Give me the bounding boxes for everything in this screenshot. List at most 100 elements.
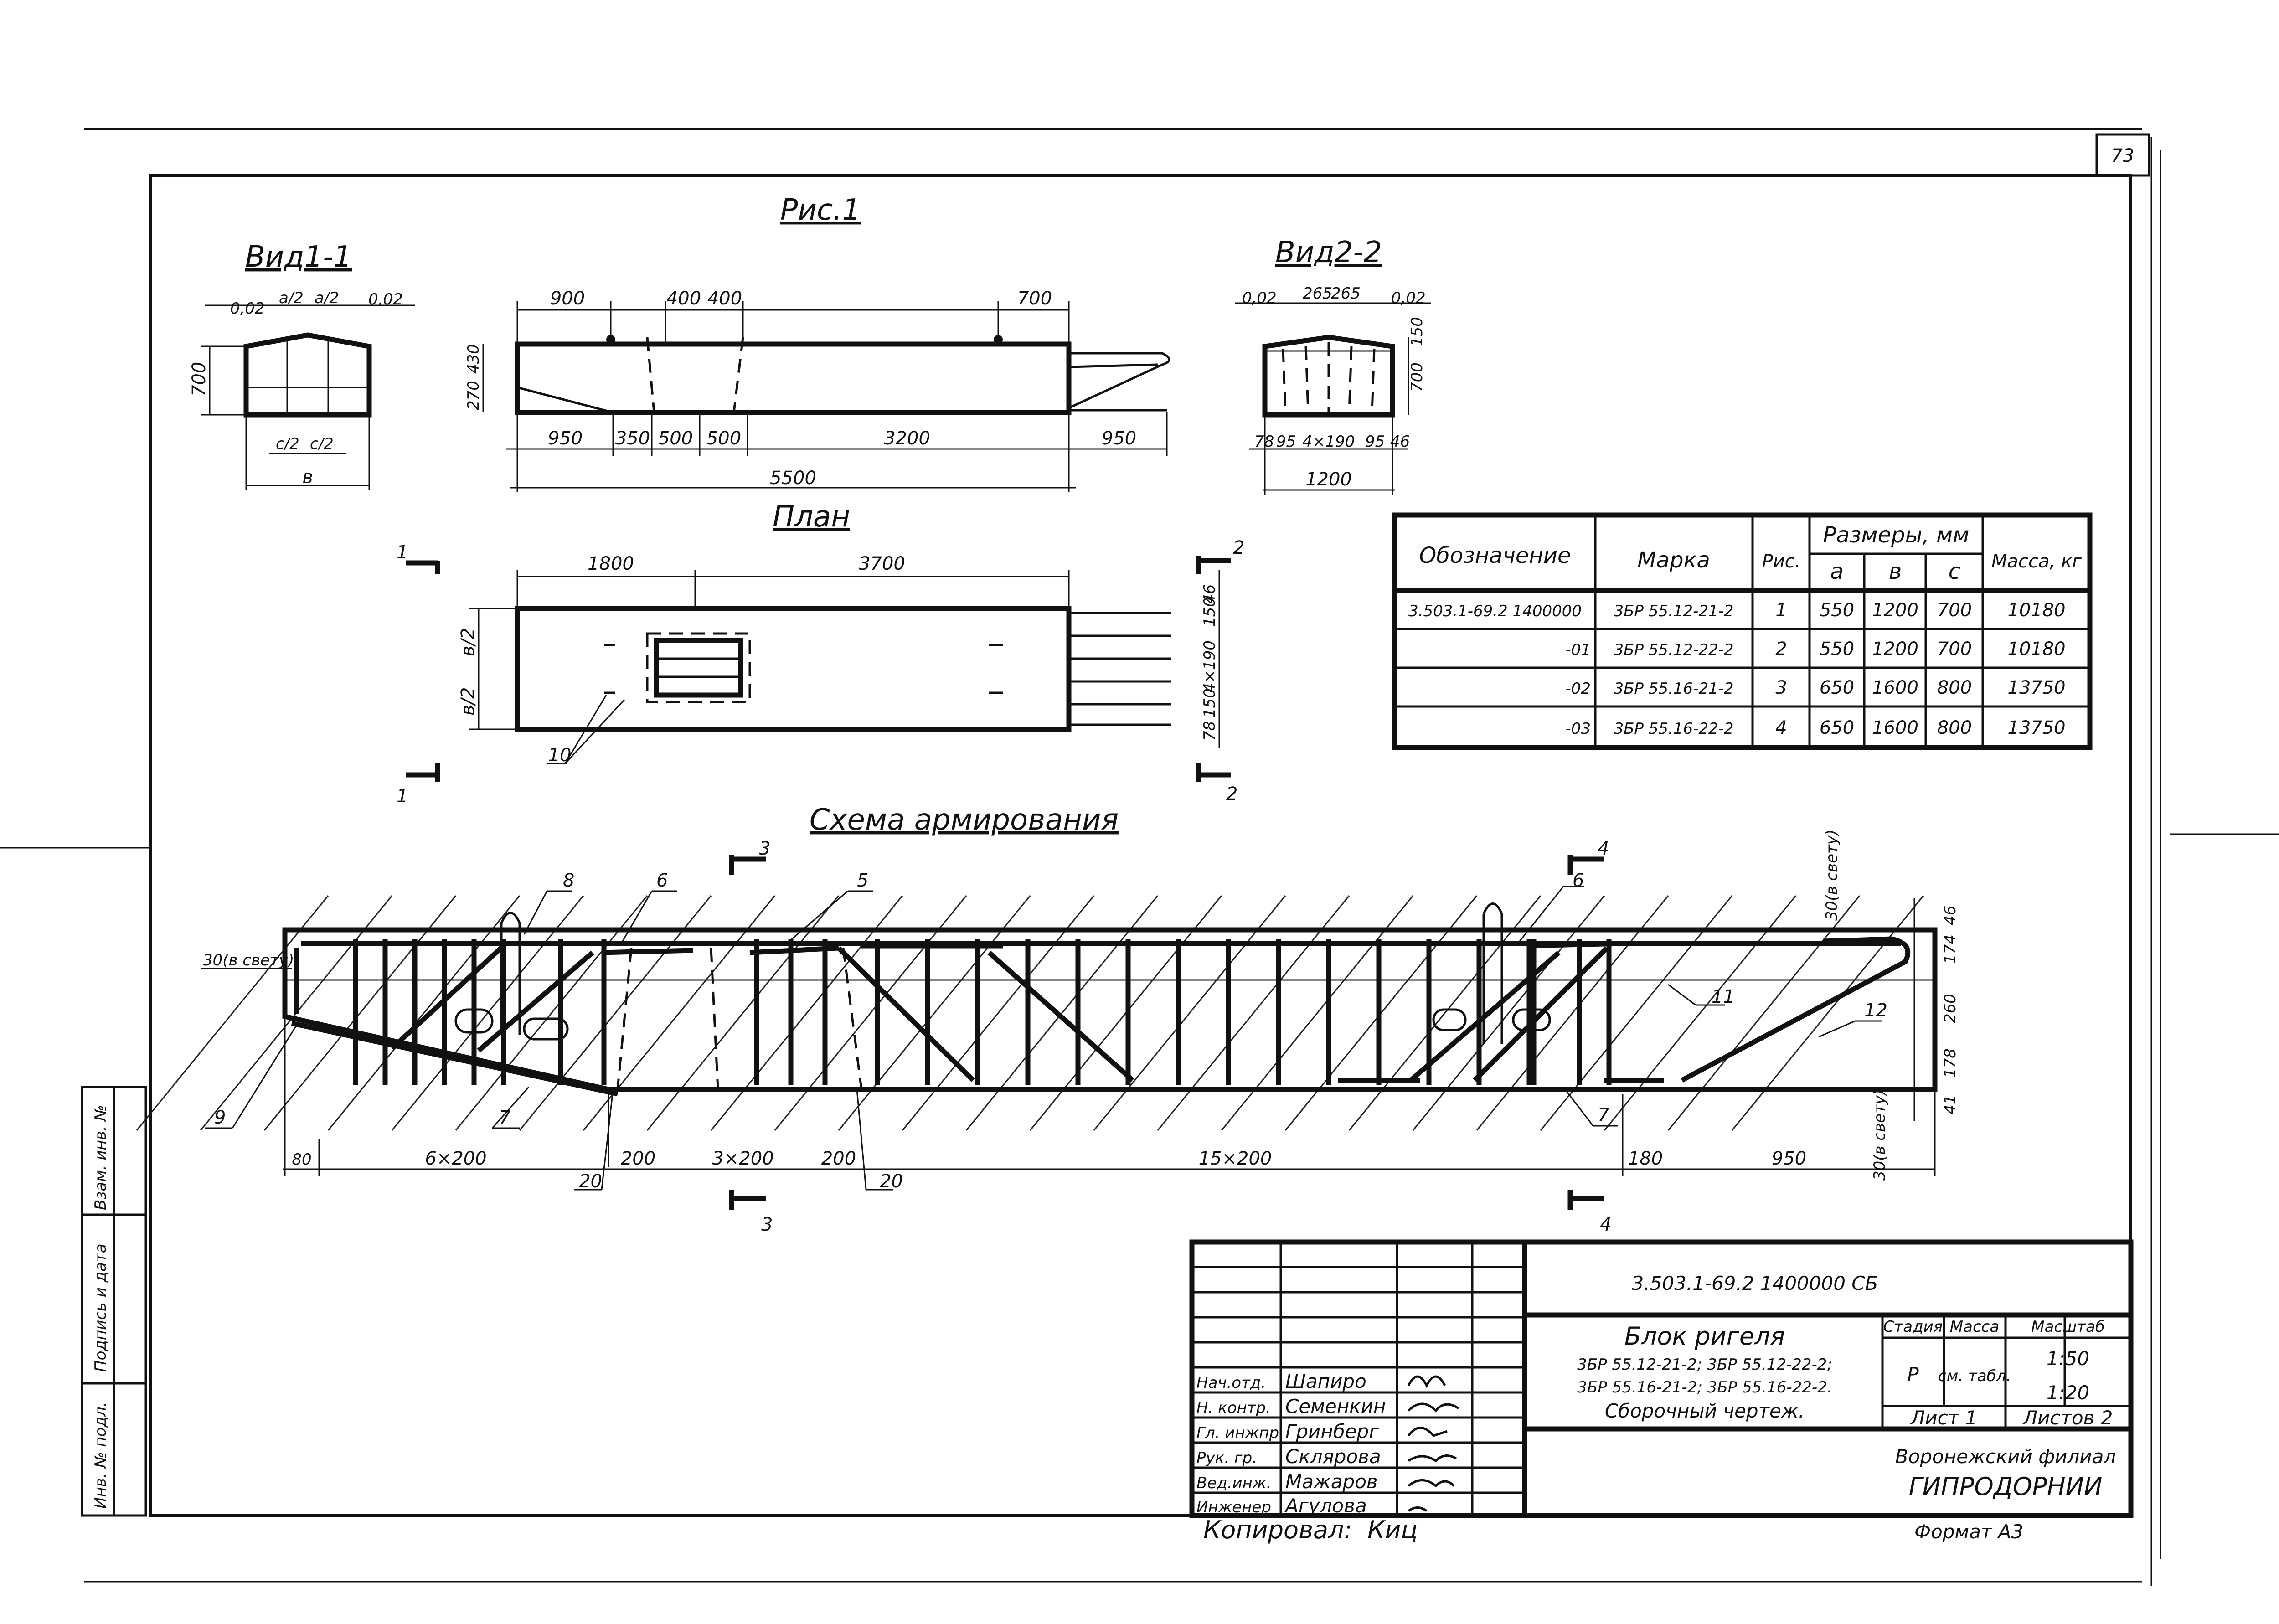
- section-3-bot: 3: [761, 1214, 773, 1235]
- view2-dim-2: 265: [1331, 284, 1361, 303]
- page-number-box: [2095, 133, 2150, 177]
- section-3-top: 3: [759, 838, 770, 859]
- hatch-line: [136, 895, 329, 1131]
- section-4-bot: 4: [1600, 1214, 1611, 1235]
- callout-12: 12: [1864, 1000, 1887, 1021]
- view2-title: Вид2-2: [1275, 236, 1382, 269]
- elev-bot-0: 950: [548, 428, 583, 449]
- plan-top-0: 1800: [588, 553, 634, 574]
- plan-right-0: 46: [1201, 584, 1219, 604]
- cell-b: 1600: [1872, 677, 1918, 698]
- cell-designation: -01: [1565, 641, 1591, 659]
- hatch-line: [519, 895, 712, 1131]
- plan-view: 1800 3700 в/2 в/2 46 150 4×190 150 78 10…: [397, 537, 1244, 807]
- stamp-name-1: Блок ригеля: [1624, 1322, 1785, 1351]
- table-row: -03 3БР 55.16-22-2 4 650 1600 800 13750: [1565, 717, 2065, 738]
- elev-total: 5500: [770, 468, 816, 489]
- elev-top-3: 700: [1017, 288, 1052, 309]
- bot-dim-0: 80: [292, 1150, 311, 1169]
- cell-fig: 2: [1775, 639, 1787, 660]
- view1-dim-0: 0,02: [230, 299, 265, 318]
- bot-dim-7: 950: [1772, 1148, 1806, 1169]
- stamp-scale-1: 1:50: [2047, 1347, 2089, 1370]
- cell-fig: 3: [1775, 677, 1787, 698]
- cell-c: 800: [1937, 677, 1972, 698]
- th-sizes: Размеры, мм: [1823, 522, 1970, 548]
- plan-sec2-top: 2: [1233, 537, 1244, 558]
- right-dim-1: 174: [1941, 934, 1959, 964]
- plan-right-4: 78: [1201, 721, 1219, 741]
- person-name: Шапиро: [1285, 1370, 1366, 1392]
- stamp-stage: Р: [1907, 1363, 1919, 1386]
- stamp-stage-h: Стадия: [1883, 1318, 1943, 1336]
- right-dim-3: 178: [1941, 1048, 1959, 1078]
- plan-right-2: 4×190: [1201, 640, 1219, 693]
- callout-11: 11: [1712, 986, 1735, 1007]
- elevation-view: 900 400 400 700 270 430 950 350 500 500 …: [464, 288, 1170, 492]
- side-label-sign: Подпись и дата: [92, 1243, 110, 1372]
- stamp-person-row: Инженер Агулова: [1196, 1495, 1367, 1517]
- spec-table: Обозначение Марка Рис. Размеры, мм а в с…: [1392, 512, 2093, 750]
- bot-dim-6: 180: [1628, 1148, 1663, 1169]
- cell-mass: 13750: [2007, 717, 2065, 738]
- plan-sec2-bot: 2: [1226, 784, 1237, 804]
- side-label-replace: Взам. инв. №: [92, 1105, 110, 1210]
- stamp-mass: см. табл.: [1938, 1367, 2011, 1385]
- plan-right-1: 150: [1201, 597, 1219, 627]
- page-number: 73: [2111, 145, 2135, 166]
- cell-b: 1200: [1872, 600, 1918, 621]
- view1-dim-a1: a/2: [279, 289, 304, 307]
- right-dim-2: 260: [1941, 994, 1959, 1023]
- callout-9: 9: [214, 1107, 226, 1128]
- stamp-person-row: Н. контр. Семенкин: [1196, 1395, 1386, 1418]
- person-name: Семенкин: [1285, 1395, 1386, 1418]
- callout-20b: 20: [880, 1171, 903, 1192]
- view2-bot-4: 46: [1390, 433, 1410, 451]
- hatch-line: [263, 895, 457, 1131]
- view1-dim-c1: c/2: [276, 435, 299, 453]
- plan-right-3: 150: [1201, 688, 1219, 718]
- person-role: Н. контр.: [1196, 1399, 1271, 1417]
- cell-mark: 3БР 55.12-21-2: [1614, 602, 1733, 620]
- right-dim-0: 46: [1941, 906, 1959, 925]
- view2-bot-1: 95: [1276, 433, 1296, 451]
- section-4-top: 4: [1598, 838, 1609, 859]
- cell-a: 650: [1820, 717, 1854, 738]
- cell-a: 650: [1820, 677, 1854, 698]
- cell-fig: 1: [1775, 600, 1787, 621]
- view1-title: Вид1-1: [245, 240, 352, 274]
- th-c: с: [1949, 559, 1960, 584]
- th-a: а: [1830, 559, 1843, 584]
- view2-dim-1: 265: [1303, 284, 1332, 303]
- view2-section: 0,02 265 265 0,02 700 150 78 95 4×190 95…: [1235, 284, 1431, 495]
- callout-5: 5: [857, 870, 868, 891]
- th-fig: Рис.: [1762, 551, 1801, 572]
- note-left-clear: 30(в свету): [203, 951, 294, 969]
- view1-dim-height: 700: [189, 362, 210, 397]
- format-label: Формат А3: [1914, 1521, 2023, 1543]
- stamp-org-2: ГИПРОДОРНИИ: [1909, 1472, 2103, 1501]
- stamp-person-row: Нач.отд. Шапиро: [1196, 1370, 1366, 1392]
- callout-6b: 6: [1573, 870, 1584, 891]
- stamp-code: 3.503.1-69.2 1400000 СБ: [1632, 1272, 1878, 1294]
- table-row: -02 3БР 55.16-21-2 3 650 1600 800 13750: [1565, 677, 2065, 698]
- stamp-scale-h: Масштаб: [2031, 1318, 2105, 1336]
- cell-a: 550: [1820, 639, 1854, 660]
- note-right-clear-bot: 30(в свету): [1871, 1089, 1889, 1181]
- stamp-name-4: Сборочный чертеж.: [1605, 1400, 1805, 1422]
- cell-c: 700: [1937, 639, 1972, 660]
- drawing-border: [149, 174, 2132, 1517]
- th-mark: Марка: [1637, 547, 1710, 573]
- scheme-title: Схема армирования: [810, 803, 1119, 837]
- view2-h1: 700: [1408, 362, 1426, 392]
- plan-sec1-top: 1: [397, 542, 408, 563]
- person-role: Рук. гр.: [1196, 1449, 1257, 1467]
- cell-c: 700: [1937, 600, 1972, 621]
- cell-mark: 3БР 55.16-22-2: [1614, 720, 1733, 738]
- person-role: Инженер: [1196, 1498, 1271, 1516]
- cell-b: 1600: [1872, 717, 1918, 738]
- title-block: 3.503.1-69.2 1400000 СБ Блок ригеля 3БР …: [1189, 1239, 2134, 1518]
- th-designation: Обозначение: [1419, 543, 1571, 568]
